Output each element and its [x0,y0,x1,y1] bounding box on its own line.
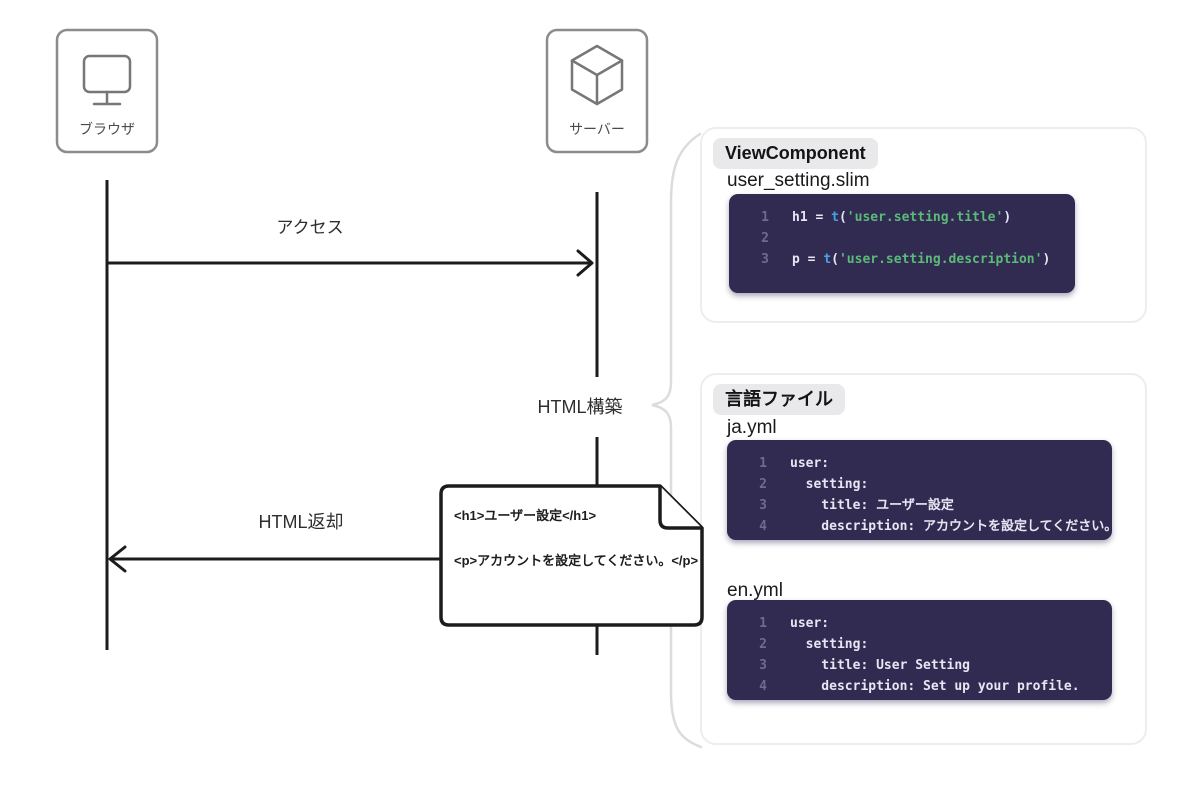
browser-label: ブラウザ [79,121,135,137]
code-line: 4 description: Set up your profile. [727,676,1112,697]
server-box [545,28,649,154]
code-text: user: [790,456,830,471]
file-title-user-setting-slim: user_setting.slim [727,170,870,191]
access-arrowhead [576,249,594,277]
note-line-p: <p>アカウントを設定してください。</p> [454,553,698,568]
code-token: 'user.setting.title' [846,210,1004,225]
code-token: h1 = [792,210,832,225]
code-line: 1 user: [727,613,1112,634]
access-label: アクセス [276,218,343,237]
monitor-icon [82,54,132,106]
viewcomponent-badge: ViewComponent [713,138,878,169]
code-text: description: アカウントを設定してください。 [790,519,1118,534]
code-line: 2 setting: [727,474,1112,495]
code-token: ) [1003,210,1012,225]
code-line: 1 user: [727,453,1112,474]
code-text: user: [790,616,830,631]
code-text: setting: [790,477,869,492]
html-return-label: HTML返却 [259,512,344,532]
line-number: 3 [759,498,767,513]
note-line-h1: <h1>ユーザー設定</h1> [454,508,596,523]
line-number: 2 [759,477,767,492]
server-label: サーバー [569,121,625,137]
cube-icon [570,44,624,106]
code-token: ) [1042,252,1051,267]
code-token: ( [831,252,839,267]
code-line: 3 title: User Setting [727,655,1112,676]
code-token: 'user.setting.description' [838,252,1043,267]
brace-connector [651,132,703,749]
line-number: 4 [759,679,767,694]
note-fold-corner [658,486,702,530]
code-token: ( [838,210,847,225]
line-number: 2 [761,231,769,246]
code-text: h1 = t('user.setting.title') [792,207,1011,228]
code-token: p = [792,252,824,267]
line-number: 3 [759,658,767,673]
code-text: description: Set up your profile. [790,679,1080,694]
browser-box [55,28,159,154]
code-line: 4 description: アカウントを設定してください。 [727,516,1117,537]
code-block-user-setting-slim: 1 h1 = t('user.setting.title') 2 3 p = t… [729,194,1075,293]
html-build-label: HTML構築 [538,397,623,417]
code-line: 2 setting: [727,634,1112,655]
code-block-en-yml: 1 user: 2 setting: 3 title: User Setting… [727,600,1112,700]
line-number: 1 [759,616,767,631]
file-title-ja-yml: ja.yml [727,417,777,438]
code-line: 3 title: ユーザー設定 [727,495,1112,516]
line-number: 1 [761,210,769,225]
code-text: setting: [790,637,869,652]
code-text: title: User Setting [790,658,971,673]
file-title-en-yml: en.yml [727,580,783,601]
return-arrowhead [108,545,127,573]
code-block-ja-yml: 1 user: 2 setting: 3 title: ユーザー設定 4 des… [727,440,1117,540]
viewcomponent-panel: ViewComponent user_setting.slim 1 h1 = t… [700,127,1147,323]
line-number: 4 [759,519,767,534]
code-line: 3 p = t('user.setting.description') [729,249,1075,270]
line-number: 2 [759,637,767,652]
code-token: t [831,210,839,225]
language-files-panel: 言語ファイル ja.yml 1 user: 2 setting: 3 title… [700,373,1147,745]
code-line: 1 h1 = t('user.setting.title') [729,207,1075,228]
html-note [439,484,704,627]
code-token: t [823,252,832,267]
code-text: p = t('user.setting.description') [792,249,1050,270]
code-line: 2 [729,228,1075,249]
code-text: title: ユーザー設定 [790,498,954,513]
line-number: 1 [759,456,767,471]
language-files-badge: 言語ファイル [713,384,845,415]
line-number: 3 [761,252,769,267]
